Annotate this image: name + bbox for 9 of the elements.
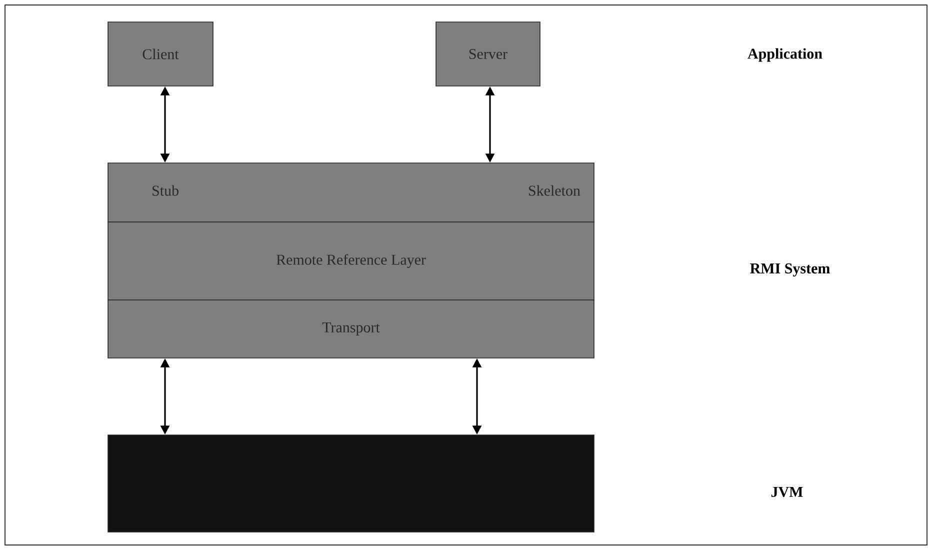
process-box: Server	[436, 22, 540, 86]
process-box: Client	[108, 22, 214, 86]
layer-box: Remote Reference Layer	[108, 222, 594, 300]
layer-label: Application	[748, 48, 822, 62]
layer-box: Stub Skeleton	[108, 162, 594, 222]
layer-label: JVM	[771, 486, 803, 497]
process-box	[108, 434, 594, 532]
layer-box: Transport	[108, 300, 594, 358]
layer-label: RMI System	[750, 263, 830, 277]
